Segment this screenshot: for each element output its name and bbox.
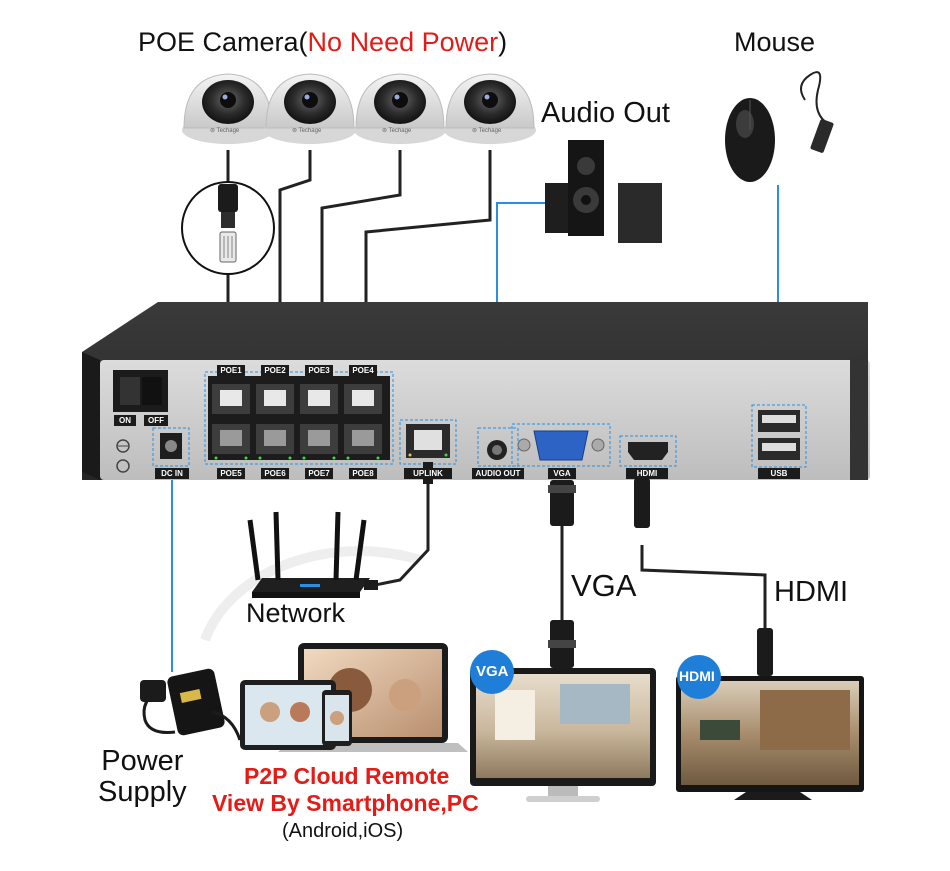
dc-in-label: DC IN bbox=[155, 468, 189, 479]
power-supply-label: Power Supply bbox=[98, 746, 187, 808]
svg-text:⊚ Techage: ⊚ Techage bbox=[210, 128, 240, 134]
vga-plug-top bbox=[548, 480, 576, 526]
vga-plug-bottom bbox=[548, 620, 576, 668]
hdmi-label: HDMI bbox=[774, 576, 849, 608]
poe4-label: POE4 bbox=[349, 365, 377, 376]
poe-camera-label-note: No Need Power bbox=[307, 27, 499, 57]
hdmi-cable bbox=[640, 545, 767, 628]
poe-camera-2: ⊚ Techage bbox=[264, 73, 356, 144]
hdmi-plug-bottom bbox=[757, 628, 773, 676]
poe-port-5 bbox=[212, 424, 250, 454]
audio-out-label: Audio Out bbox=[541, 97, 670, 129]
dc-in-port[interactable] bbox=[152, 427, 190, 467]
poe7-label: POE7 bbox=[305, 468, 333, 479]
poe-ports[interactable] bbox=[212, 384, 382, 454]
switch-on-label: ON bbox=[114, 415, 136, 426]
audio-out-port-label: AUDIO OUT bbox=[472, 468, 524, 479]
ground-icon bbox=[116, 439, 130, 473]
poe-port-2 bbox=[256, 384, 294, 414]
router-icon bbox=[247, 511, 378, 598]
poe-camera-1: ⊚ Techage bbox=[182, 73, 274, 144]
p2p-label-line1: P2P Cloud Remote bbox=[244, 763, 450, 789]
poe2-label: POE2 bbox=[261, 365, 289, 376]
svg-text:⊚ Techage: ⊚ Techage bbox=[292, 128, 322, 134]
speaker-icon bbox=[545, 140, 662, 243]
poe-port-3 bbox=[300, 384, 338, 414]
poe-port-8 bbox=[344, 424, 382, 454]
audio-out-port[interactable] bbox=[477, 427, 519, 467]
uplink-label: UPLINK bbox=[404, 468, 452, 479]
poe-port-7 bbox=[300, 424, 338, 454]
svg-text:⊚ Techage: ⊚ Techage bbox=[382, 128, 412, 134]
uplink-port[interactable] bbox=[399, 419, 457, 465]
poe-camera-3: ⊚ Techage bbox=[354, 73, 446, 144]
router-backdrop bbox=[200, 546, 422, 642]
svg-text:⊚ Techage: ⊚ Techage bbox=[472, 128, 502, 134]
vga-label: VGA bbox=[571, 568, 637, 603]
poe-camera-4: ⊚ Techage bbox=[444, 73, 536, 144]
network-label: Network bbox=[246, 598, 346, 628]
poe8-label: POE8 bbox=[349, 468, 377, 479]
vga-badge-text: VGA bbox=[476, 663, 509, 680]
poe1-label: POE1 bbox=[217, 365, 245, 376]
mouse-icon bbox=[725, 71, 834, 182]
poe5-label: POE5 bbox=[217, 468, 245, 479]
hdmi-badge bbox=[677, 655, 721, 699]
hdmi-plug-top bbox=[634, 478, 650, 528]
poe-port-4 bbox=[344, 384, 382, 414]
vga-port[interactable] bbox=[511, 423, 611, 467]
nvr-device bbox=[82, 302, 870, 480]
poe-camera-label: POE Camera(No Need Power) bbox=[138, 27, 507, 58]
usb-port-label: USB bbox=[758, 468, 800, 479]
poe-port-1 bbox=[212, 384, 250, 414]
poe-leds bbox=[214, 456, 380, 460]
power-switch[interactable] bbox=[113, 370, 168, 412]
poe-camera-label-suffix: ) bbox=[498, 27, 508, 57]
rj45-connector-closeup bbox=[181, 181, 275, 275]
power-supply-line2: Supply bbox=[98, 776, 187, 808]
hdmi-port-label: HDMI bbox=[626, 468, 668, 479]
power-supply-line1: Power bbox=[101, 745, 184, 777]
switch-off-label: OFF bbox=[144, 415, 168, 426]
hdmi-badge-text: HDMI bbox=[679, 668, 715, 684]
poe-camera-label-prefix: POE Camera( bbox=[138, 27, 308, 57]
mouse-label: Mouse bbox=[734, 27, 816, 57]
hdmi-port[interactable] bbox=[619, 435, 677, 467]
usb-ports[interactable] bbox=[751, 404, 807, 468]
poe6-label: POE6 bbox=[261, 468, 289, 479]
p2p-label-line2: View By Smartphone,PC bbox=[212, 790, 479, 816]
uplink-cable bbox=[369, 470, 430, 588]
poe3-label: POE3 bbox=[305, 365, 333, 376]
tablet-icon bbox=[240, 680, 336, 750]
vga-badge bbox=[470, 650, 514, 694]
phone-icon bbox=[322, 690, 352, 746]
p2p-label-line3: (Android,iOS) bbox=[282, 820, 404, 842]
vga-port-label: VGA bbox=[548, 468, 576, 479]
vga-monitor-icon bbox=[470, 668, 656, 802]
poe-port-6 bbox=[256, 424, 294, 454]
hdmi-tv-icon bbox=[676, 676, 864, 800]
power-adapter-icon bbox=[140, 668, 242, 741]
